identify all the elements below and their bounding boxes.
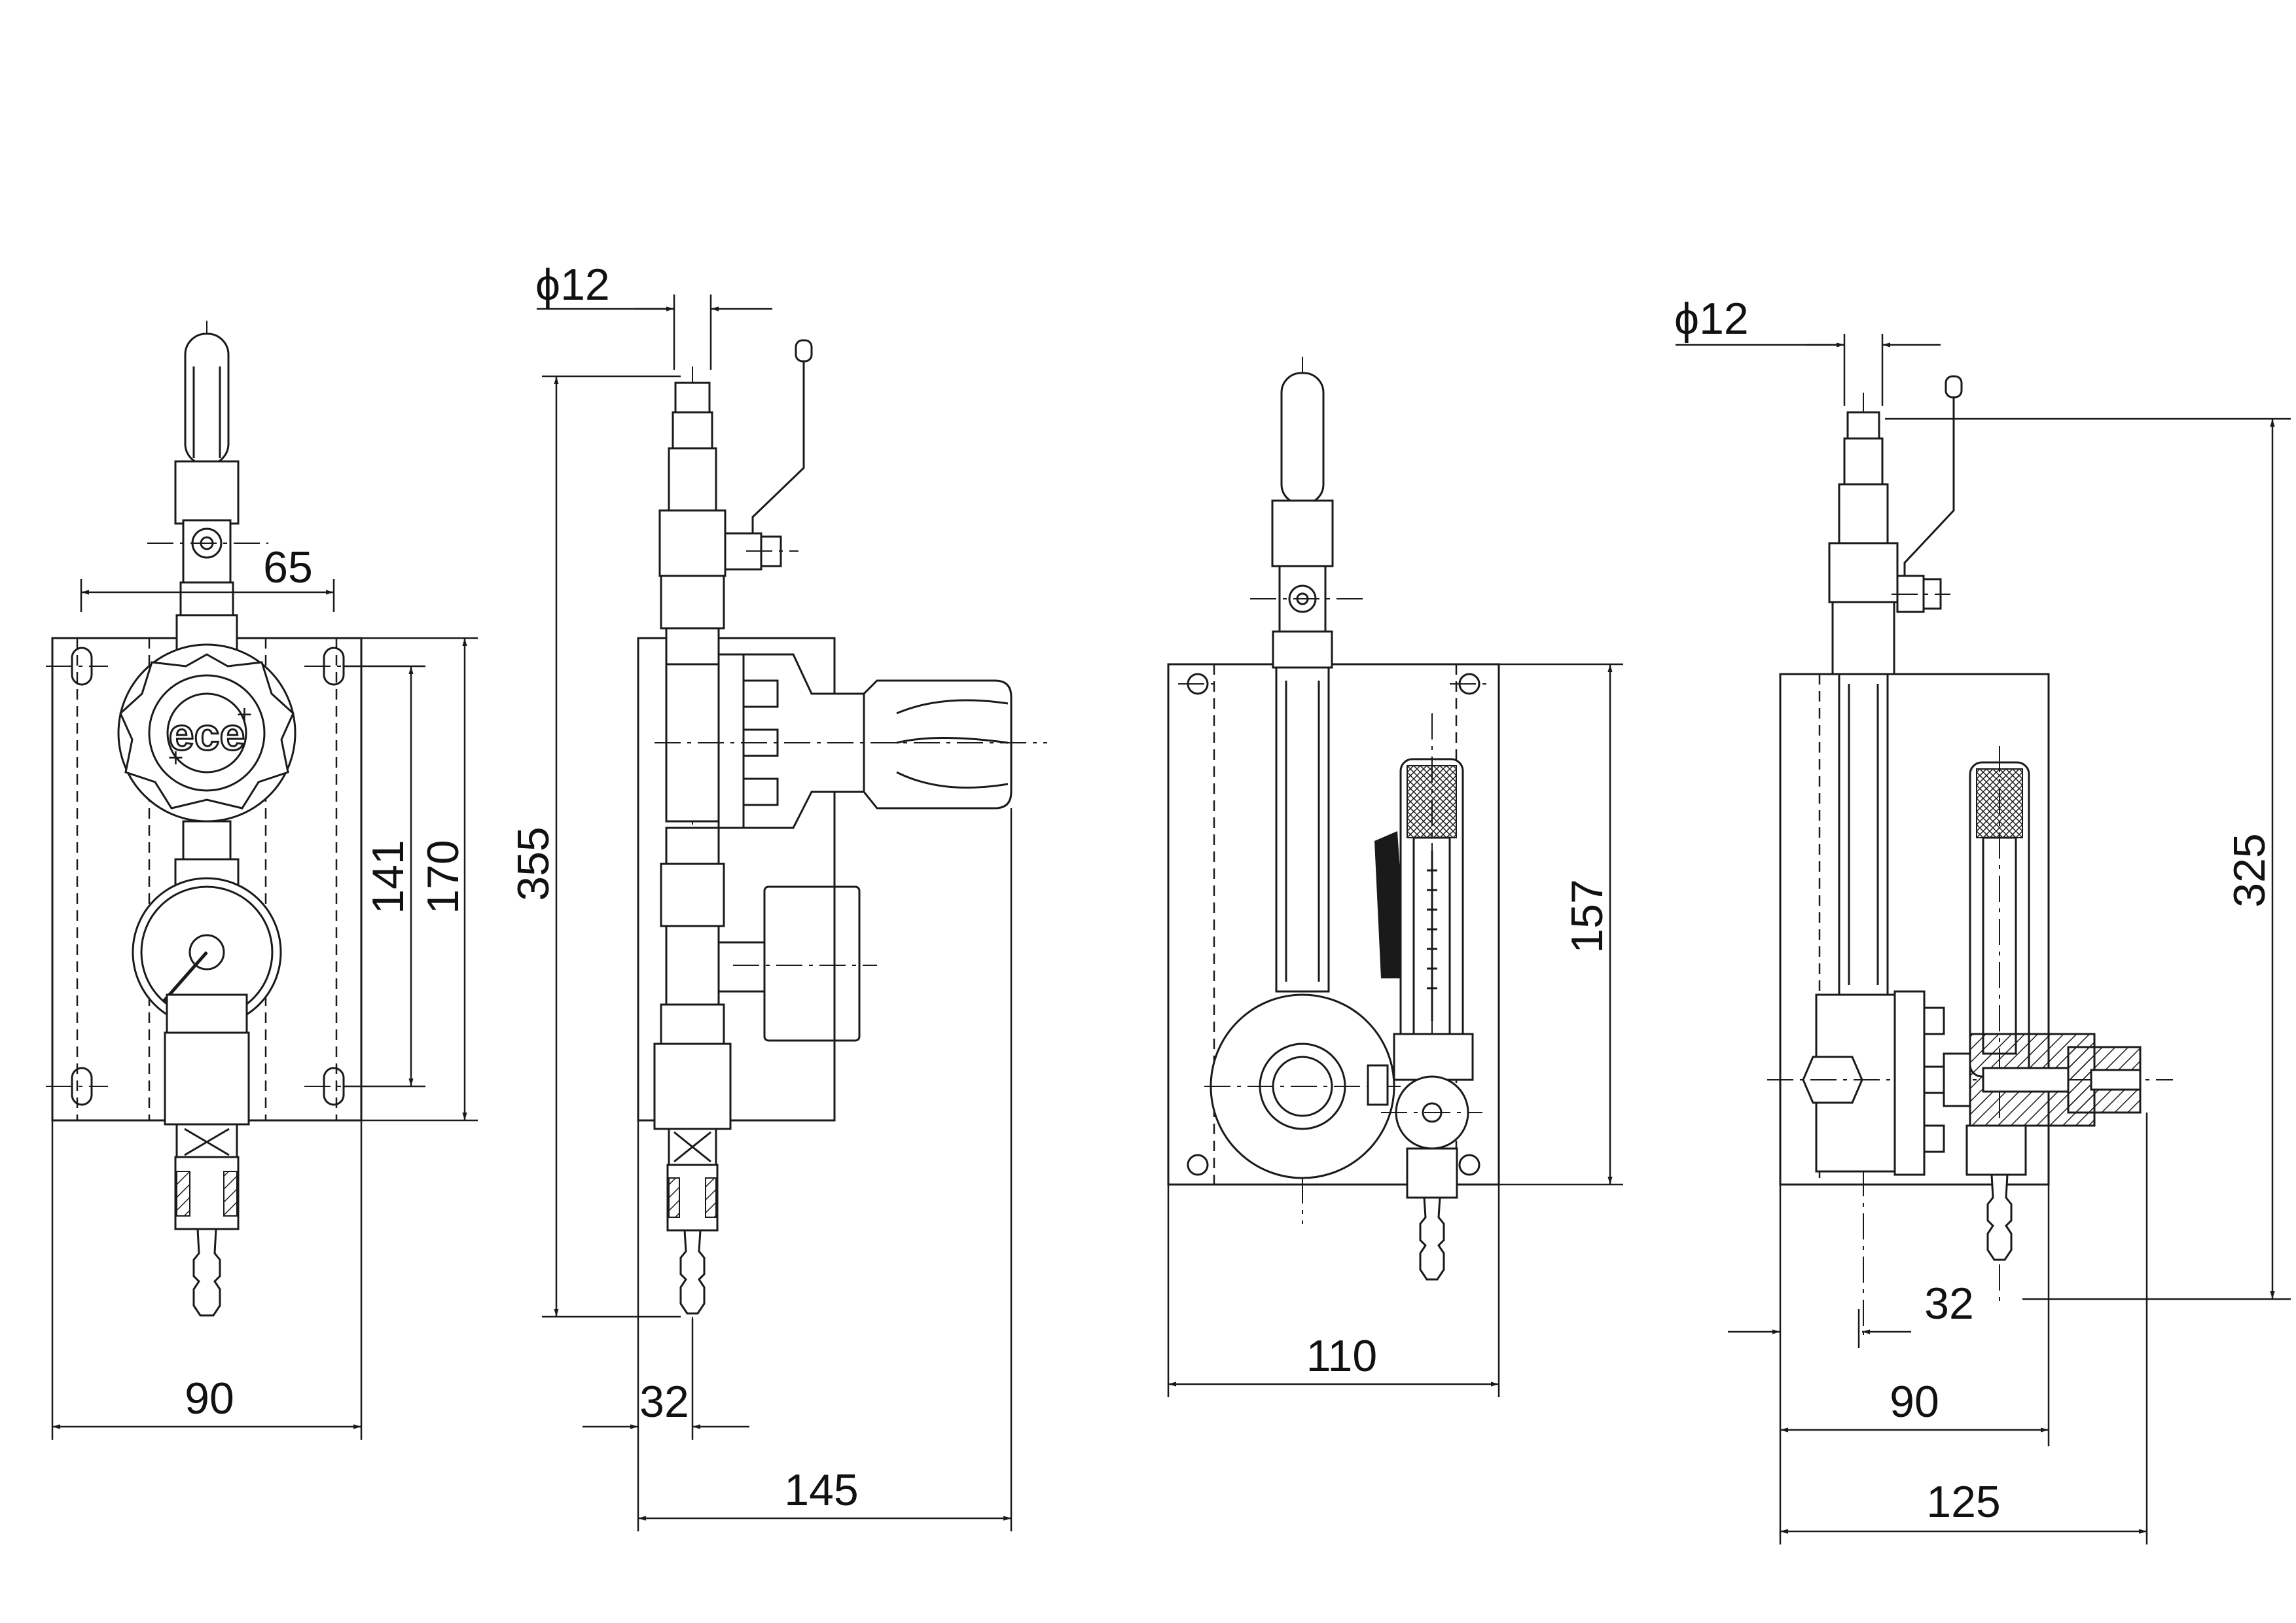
dim-side-pipe: ϕ12 xyxy=(535,260,610,310)
svg-text:+: + xyxy=(236,702,253,726)
dim-front-170: 170 xyxy=(418,840,468,914)
flowmeter-front-regulator xyxy=(1204,993,1401,1179)
side-view: ϕ12 355 32 145 xyxy=(509,260,1047,1531)
dim-side-145: 145 xyxy=(784,1465,858,1515)
dim-flowmeter-side-32: 32 xyxy=(1924,1279,1974,1329)
dim-flowmeter-110: 110 xyxy=(1306,1331,1377,1381)
dim-flowmeter-side-90: 90 xyxy=(1890,1377,1939,1427)
regulator-logo: ece xyxy=(169,709,245,760)
flowmeter-front-view: 157 110 xyxy=(1167,357,1623,1397)
front-outlet xyxy=(164,1031,250,1317)
dim-front-141: 141 xyxy=(363,840,413,914)
dim-side-32: 32 xyxy=(639,1377,689,1427)
flowmeter-front-valve xyxy=(1250,372,1365,993)
front-regulator-knob: ece + + xyxy=(117,643,296,823)
dim-flowmeter-side-125: 125 xyxy=(1926,1477,2000,1527)
svg-text:+: + xyxy=(167,745,185,770)
dim-flowmeter-157: 157 xyxy=(1562,879,1612,953)
side-regulator-body xyxy=(655,653,1047,829)
flowmeter-side-valve xyxy=(1828,375,1963,996)
front-gauge xyxy=(132,820,282,1035)
side-gauge xyxy=(660,827,877,1042)
dim-front-90: 90 xyxy=(185,1374,234,1423)
flowmeter-side-view: ϕ12 325 32 90 125 xyxy=(1674,294,2291,1544)
flowmeter-side-backplate xyxy=(1779,673,2050,1186)
dim-front-65: 65 xyxy=(263,543,313,592)
side-backplate xyxy=(637,637,836,1122)
dim-flowmeter-side-pipe: ϕ12 xyxy=(1674,294,1749,344)
flowmeter-side-body xyxy=(1767,746,2173,1302)
flowmeter-front-tube xyxy=(1374,713,1482,1281)
dim-side-355: 355 xyxy=(509,827,558,901)
front-view: ece + + 65 170 xyxy=(46,321,478,1440)
dim-flowmeter-side-325: 325 xyxy=(2225,833,2274,907)
front-ball-valve xyxy=(147,332,268,659)
side-outlet xyxy=(653,1003,732,1315)
side-ball-valve xyxy=(658,339,813,666)
